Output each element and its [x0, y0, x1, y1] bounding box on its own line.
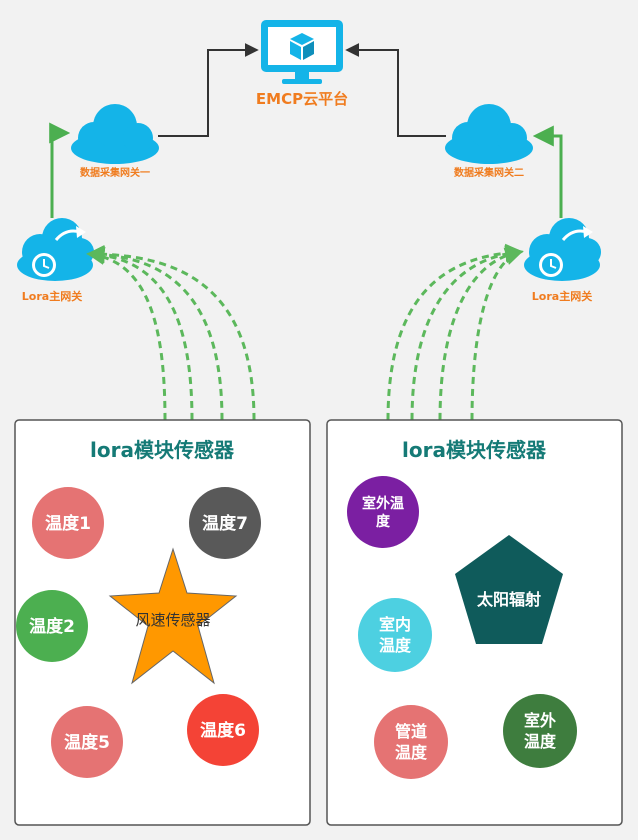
sensor-label-outdoor-temp-green-line1: 室外	[524, 711, 556, 730]
gateway-right-label: 数据采集网关二	[454, 166, 524, 179]
solar-radiation-sensor-label: 太阳辐射	[476, 590, 541, 609]
platform-monitor-icon	[261, 20, 343, 84]
sensor-circle-temp5	[51, 706, 123, 778]
panel-left-title: lora模块传感器	[90, 438, 235, 462]
platform-label: EMCP云平台	[256, 90, 348, 108]
sensor-label-outdoor-temp-green-line2: 温度	[523, 732, 557, 751]
sensor-circle-pipe-temp	[374, 705, 448, 779]
sensor-circle-temp7	[189, 487, 261, 559]
sensor-node-temp1: 温度1	[32, 487, 104, 559]
sensor-circle-temp2	[16, 590, 88, 662]
gateway-left-cloud-icon	[71, 104, 159, 164]
wireless-links-right	[386, 243, 524, 421]
sensor-label-temp5-line1: 温度5	[64, 732, 110, 753]
sensor-label-outdoor-temp-purple-line1: 室外温	[362, 495, 404, 512]
wind-speed-sensor-star	[108, 547, 238, 685]
sensor-circle-temp6	[187, 694, 259, 766]
panel-right-title: lora模块传感器	[402, 438, 547, 462]
sensor-circle-indoor-temp	[358, 598, 432, 672]
sensor-label-temp1-line1: 温度1	[45, 513, 91, 534]
sensor-label-temp2-line1: 温度2	[29, 616, 75, 637]
arrow-gateway-right-to-platform	[345, 43, 446, 137]
gateway-right-cloud-icon	[445, 104, 533, 164]
arrow-gateway-left-to-platform	[158, 43, 259, 137]
sensor-label-indoor-temp-line1: 室内	[379, 615, 411, 634]
wireless-links-left	[86, 245, 256, 421]
arrow-lora-right-to-gateway	[532, 125, 563, 218]
sensor-node-temp2: 温度2	[16, 590, 88, 662]
lora-right-label: Lora主网关	[532, 289, 592, 303]
sensor-label-pipe-temp-line2: 温度	[394, 743, 428, 762]
lora-right-cloud-clock-icon	[524, 218, 601, 281]
cube-icon	[290, 33, 314, 60]
lora-left-label: Lora主网关	[22, 289, 82, 303]
sensor-label-outdoor-temp-purple-line2: 度	[376, 513, 391, 530]
arrow-lora-left-to-gateway	[49, 122, 71, 218]
sensor-label-temp6-line1: 温度6	[200, 720, 246, 741]
sensor-node-temp5: 温度5	[51, 706, 123, 778]
sensor-label-indoor-temp-line2: 温度	[378, 636, 412, 655]
sensor-circle-outdoor-temp-green	[503, 694, 577, 768]
sensor-label-pipe-temp-line1: 管道	[395, 722, 427, 741]
sensor-label-temp7-line1: 温度7	[202, 513, 248, 534]
sensor-circle-outdoor-temp-purple	[347, 476, 419, 548]
lora-left-cloud-clock-icon	[17, 218, 94, 281]
sensor-node-temp6: 温度6	[187, 694, 259, 766]
sensor-node-temp7: 温度7	[189, 487, 261, 559]
wind-speed-sensor-label: 风速传感器	[135, 611, 210, 629]
solar-radiation-sensor-pentagon	[455, 535, 563, 644]
gateway-left-label: 数据采集网关一	[80, 166, 150, 179]
sensor-circle-temp1	[32, 487, 104, 559]
